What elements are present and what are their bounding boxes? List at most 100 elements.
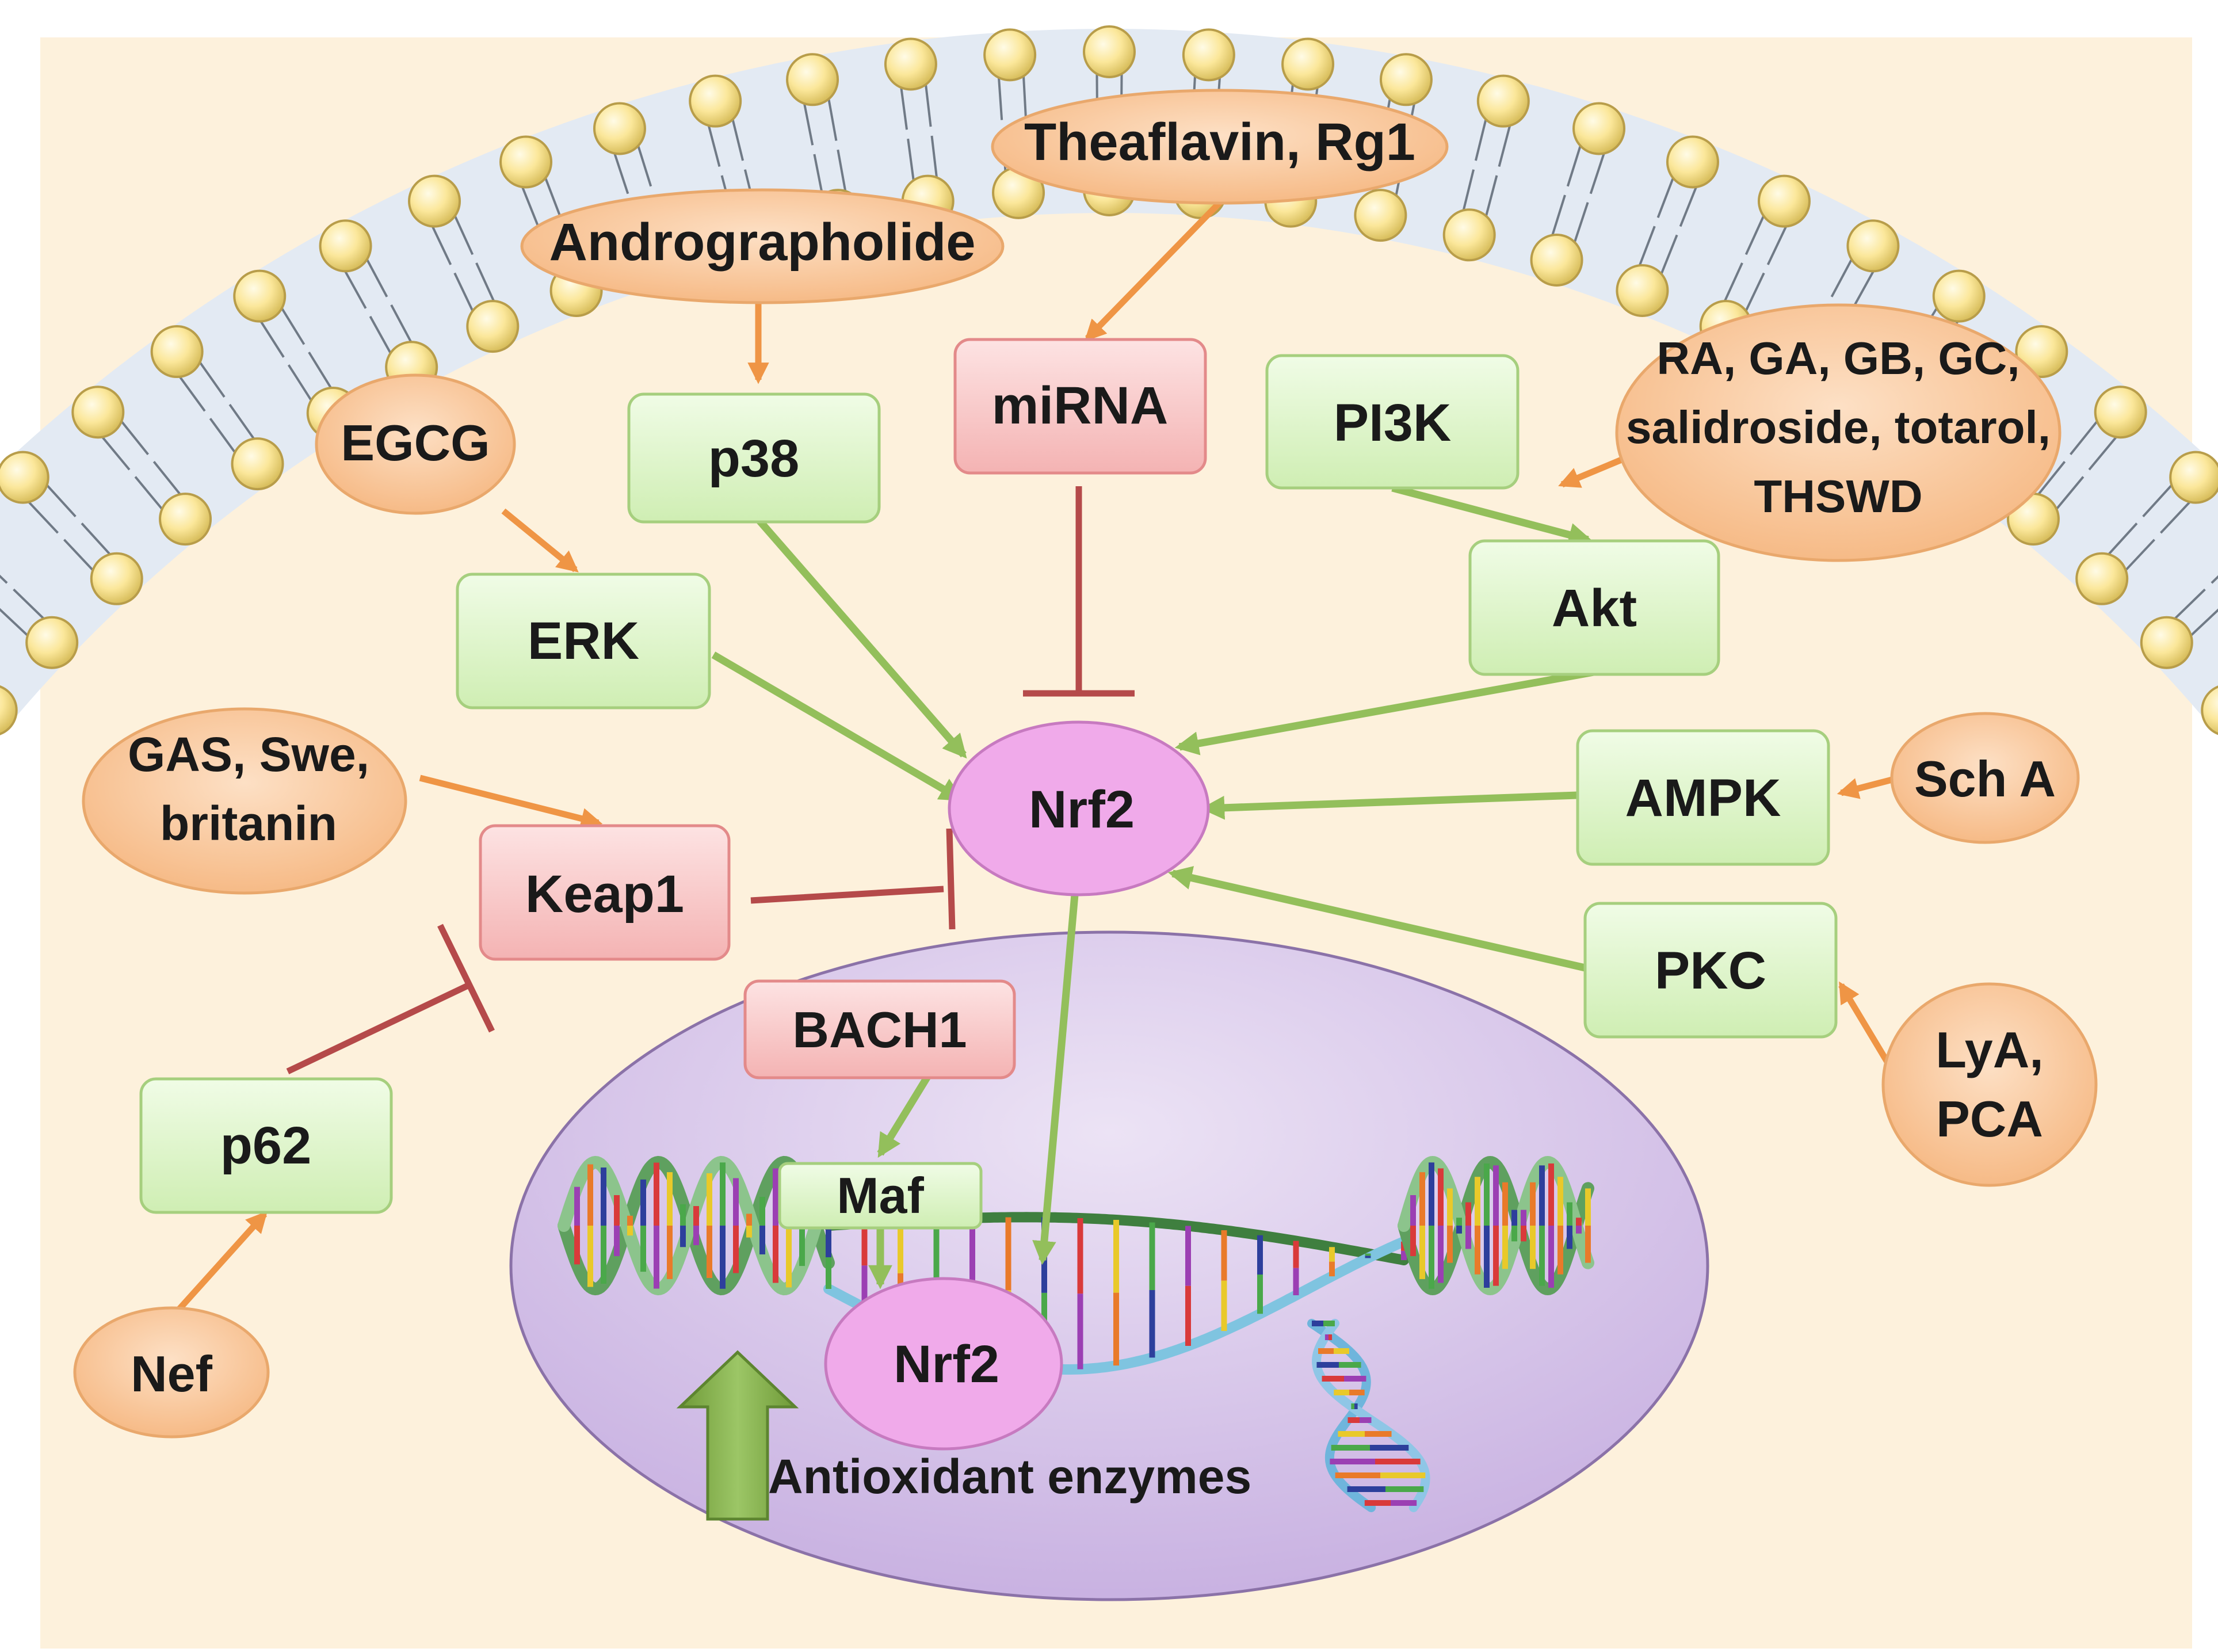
- lipid-head: [1281, 37, 1335, 91]
- label-mirna: miRNA: [992, 376, 1169, 435]
- nrf2-cytoplasm: [948, 720, 1210, 896]
- lipid-head: [90, 552, 143, 605]
- inhibit-p62-keap1: [286, 924, 495, 1074]
- lipid-head: [593, 102, 646, 155]
- arrow-pi3k-to-akt: [1391, 484, 1593, 547]
- lipid-head: [1530, 233, 1583, 287]
- lipid-head: [231, 437, 284, 491]
- lipid-head: [1932, 269, 1986, 323]
- label-nrf2-cytoplasm: Nrf2: [1029, 780, 1135, 839]
- lya-ellipse: [1881, 982, 2098, 1187]
- gas-ellipse: [82, 707, 407, 895]
- label-bach1: BACH1: [792, 1001, 967, 1058]
- label-theaflavin: Theaflavin, Rg1: [1024, 113, 1415, 171]
- label-nef: Nef: [131, 1345, 212, 1402]
- lipid-head: [786, 53, 839, 106]
- label-lya-line2: PCA: [1936, 1090, 2043, 1147]
- lipid-head: [1354, 189, 1407, 242]
- label-akt: Akt: [1552, 579, 1637, 638]
- dna-strand: [558, 1155, 835, 1296]
- keap1-box: [479, 824, 731, 961]
- mirna-box: [953, 338, 1207, 475]
- lipid-head: [2015, 325, 2068, 379]
- lipid-head: [319, 219, 372, 273]
- arrow-egcg-to-erk: [501, 508, 579, 573]
- lipid-head: [1442, 208, 1496, 262]
- lipid-head: [2094, 386, 2147, 439]
- lipid-head: [0, 685, 18, 735]
- lipid-head: [689, 74, 742, 128]
- label-pkc: PKC: [1655, 941, 1766, 1000]
- inhibit-mirna-nrf2: [1023, 486, 1135, 697]
- akt-box: [1468, 539, 1720, 676]
- pkc-box: [1583, 902, 1838, 1039]
- label-pi3k: PI3K: [1334, 394, 1452, 452]
- lipid-head: [233, 269, 287, 323]
- nucleus: [509, 930, 1709, 1601]
- lipid-head: [0, 451, 49, 504]
- arrow-p38-to-nrf2: [757, 518, 967, 759]
- lipid-head: [1616, 264, 1669, 317]
- label-gas-line1: GAS, Swe,: [128, 727, 369, 781]
- lipid-head: [1083, 25, 1136, 78]
- lipid-head: [2201, 685, 2218, 735]
- p38-box: [627, 392, 881, 524]
- lipid-head: [466, 300, 520, 353]
- bach1-box: [743, 979, 1016, 1079]
- label-keap1: Keap1: [525, 865, 684, 924]
- arrow-compounds-to-akt: [1558, 452, 1633, 488]
- lipid-head: [71, 386, 125, 439]
- p62-box: [139, 1077, 393, 1214]
- theaflavin-ellipse: [991, 89, 1449, 205]
- lipid-head: [884, 37, 937, 91]
- label-p62: p62: [220, 1116, 312, 1175]
- label-p38: p38: [708, 429, 800, 488]
- label-maf: Maf: [837, 1167, 924, 1224]
- lipid-head: [1476, 74, 1530, 128]
- lipid-head: [2169, 451, 2218, 504]
- ampk-box: [1576, 729, 1830, 866]
- andrographolide-ellipse: [520, 188, 1005, 304]
- arrow-erk-to-nrf2: [711, 651, 964, 802]
- pi3k-box: [1265, 354, 1520, 490]
- lipid-head: [150, 325, 204, 379]
- label-antioxidant-enzymes: Antioxidant enzymes: [768, 1449, 1251, 1504]
- lipid-head: [1572, 102, 1626, 155]
- lipid-head: [2140, 616, 2193, 669]
- lipid-head: [1846, 219, 1900, 273]
- arrow-nrf2-translocation: [1032, 894, 1079, 1265]
- lipid-head: [2075, 552, 2129, 605]
- inhibit-keap1-nrf2: [750, 828, 956, 930]
- arrow-scha-to-ampk: [1837, 775, 1900, 799]
- lipid-head: [1757, 174, 1811, 228]
- arrow-akt-to-nrf2: [1174, 668, 1595, 756]
- lipid-head: [25, 616, 79, 669]
- upregulation-arrow: [676, 1350, 799, 1521]
- label-egcg: EGCG: [341, 414, 490, 471]
- egcg-ellipse: [315, 373, 516, 515]
- label-ra-line1: RA, GA, GB, GC,: [1656, 333, 2020, 384]
- label-ra-line3: THSWD: [1754, 471, 1922, 522]
- label-scha: Sch A: [1914, 750, 2056, 807]
- arrow-nef-to-p62: [169, 1211, 268, 1320]
- arrow-lya-to-pkc: [1838, 981, 1896, 1073]
- label-andrographolide: Andrographolide: [549, 213, 975, 272]
- lipid-head: [1182, 28, 1235, 82]
- arrow-ampk-to-nrf2: [1200, 791, 1578, 820]
- nrf2-nucleus: [824, 1277, 1063, 1451]
- compounds-ellipse: [1615, 303, 2062, 562]
- dna-strand: [1312, 1319, 1430, 1512]
- label-lya-line1: LyA,: [1935, 1021, 2043, 1078]
- arrow-theaflavin-to-mirna: [1084, 200, 1222, 342]
- label-ampk: AMPK: [1625, 769, 1781, 827]
- label-ra-line2: salidroside, totarol,: [1626, 402, 2051, 453]
- lipid-head: [1379, 53, 1433, 106]
- lipid-head: [499, 135, 553, 189]
- lipid-head: [983, 28, 1037, 82]
- erk-box: [456, 573, 711, 709]
- nef-ellipse: [73, 1306, 270, 1439]
- label-gas-line2: britanin: [160, 796, 337, 850]
- lipid-head: [1666, 135, 1719, 189]
